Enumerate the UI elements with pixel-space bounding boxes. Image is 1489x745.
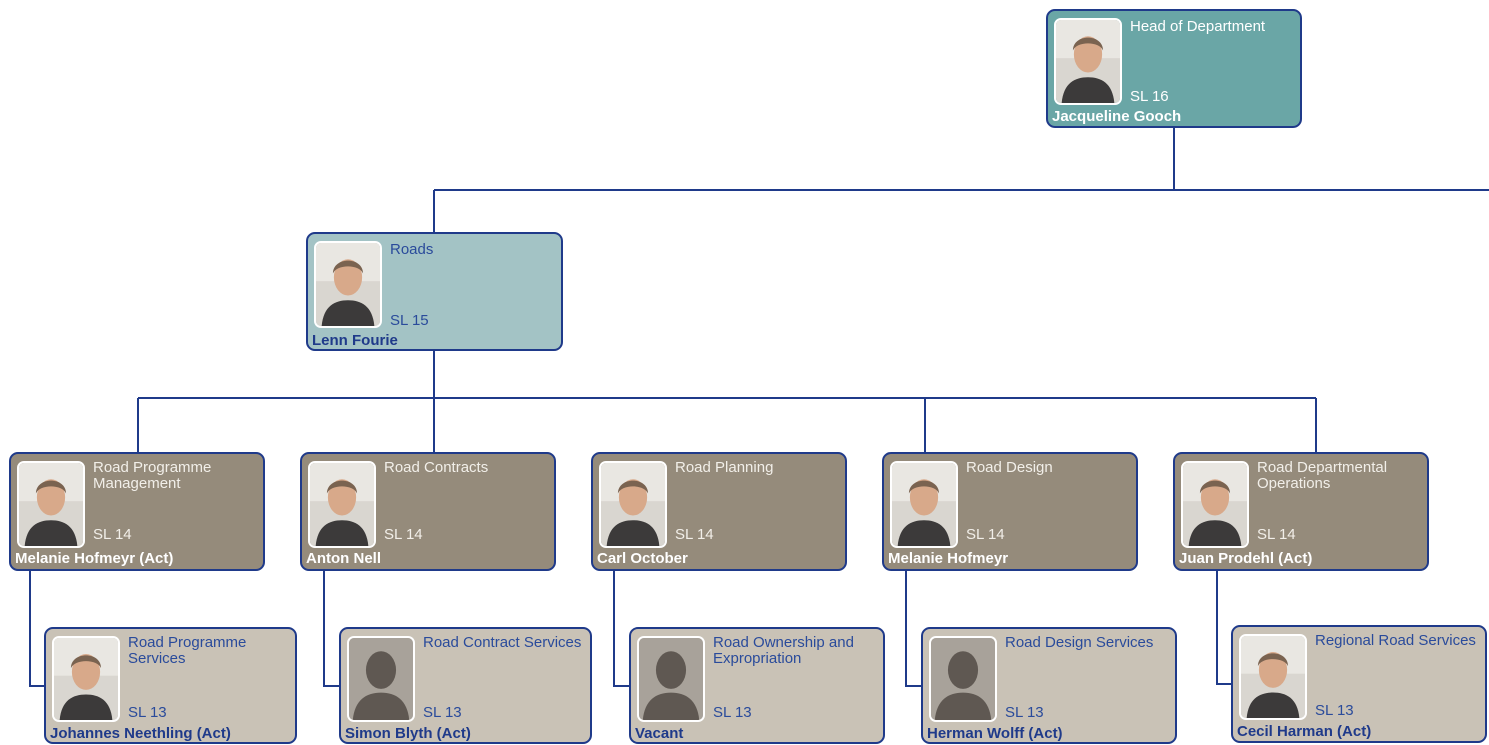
position-title: Road Ownership and Expropriation: [713, 634, 854, 667]
org-card-manager: Road Planning SL 14 Carl October: [591, 452, 847, 571]
person-photo: [52, 636, 120, 722]
org-card-subunit: Road Design Services SL 13 Herman Wolff …: [921, 627, 1177, 744]
person-photo: [347, 636, 415, 722]
position-title: Regional Road Services: [1315, 632, 1476, 649]
salary-level: SL 14: [675, 526, 714, 543]
person-photo: [637, 636, 705, 722]
salary-level: SL 14: [384, 526, 423, 543]
connector-to-sub-2: [323, 571, 339, 687]
person-photo: [314, 241, 382, 328]
person-name: Vacant: [635, 725, 684, 742]
salary-level: SL 13: [423, 704, 462, 721]
salary-level: SL 14: [966, 526, 1005, 543]
connector-to-sub-1: [29, 571, 44, 687]
person-photo: [1239, 634, 1307, 720]
person-name: Lenn Fourie: [312, 332, 398, 349]
person-photo: [929, 636, 997, 722]
position-title: Road Contract Services: [423, 634, 582, 651]
person-name: Juan Prodehl (Act): [1179, 550, 1313, 567]
person-photo: [1181, 461, 1249, 548]
connector-to-sub-5: [1216, 571, 1231, 685]
org-card-roads: Roads SL 15 Lenn Fourie: [306, 232, 563, 351]
position-title: Road Contracts: [384, 459, 489, 476]
position-title: Road Design: [966, 459, 1053, 476]
person-photo: [1054, 18, 1122, 105]
person-name: Melanie Hofmeyr (Act): [15, 550, 174, 567]
person-name: Melanie Hofmeyr: [888, 550, 1009, 567]
org-card-subunit: Road Contract Services SL 13 Simon Blyth…: [339, 627, 592, 744]
salary-level: SL 13: [128, 704, 167, 721]
position-title: Road Departmental Operations: [1257, 459, 1388, 492]
connector-to-sub-4: [905, 571, 921, 687]
person-photo: [17, 461, 85, 548]
salary-level: SL 14: [93, 526, 132, 543]
salary-level: SL 13: [713, 704, 752, 721]
person-photo: [599, 461, 667, 548]
salary-level: SL 16: [1130, 88, 1169, 105]
org-card-manager: Road Departmental Operations SL 14 Juan …: [1173, 452, 1429, 571]
salary-level: SL 15: [390, 312, 429, 329]
position-title: Head of Department: [1130, 18, 1266, 35]
salary-level: SL 14: [1257, 526, 1296, 543]
org-card-subunit: Road Programme Services SL 13 Johannes N…: [44, 627, 297, 744]
person-name: Anton Nell: [306, 550, 381, 567]
position-title: Road Programme Management: [93, 459, 212, 492]
position-title: Road Design Services: [1005, 634, 1154, 651]
org-card-manager: Road Contracts SL 14 Anton Nell: [300, 452, 556, 571]
person-name: Cecil Harman (Act): [1237, 723, 1372, 740]
person-name: Herman Wolff (Act): [927, 725, 1063, 742]
person-name: Carl October: [597, 550, 688, 567]
salary-level: SL 13: [1005, 704, 1044, 721]
org-card-subunit: Road Ownership and Expropriation SL 13 V…: [629, 627, 885, 744]
org-card-manager: Road Programme Management SL 14 Melanie …: [9, 452, 265, 571]
person-name: Simon Blyth (Act): [345, 725, 471, 742]
position-title: Road Programme Services: [128, 634, 247, 667]
org-card-manager: Road Design SL 14 Melanie Hofmeyr: [882, 452, 1138, 571]
person-photo: [890, 461, 958, 548]
position-title: Roads: [390, 241, 434, 258]
position-title: Road Planning: [675, 459, 774, 476]
salary-level: SL 13: [1315, 702, 1354, 719]
person-photo: [308, 461, 376, 548]
org-card-subunit: Regional Road Services SL 13 Cecil Harma…: [1231, 625, 1487, 743]
person-name: Jacqueline Gooch: [1052, 108, 1182, 125]
connector-to-sub-3: [613, 571, 629, 687]
person-name: Johannes Neethling (Act): [50, 725, 231, 742]
org-card-head-of-department: Head of Department SL 16 Jacqueline Gooc…: [1046, 9, 1302, 128]
